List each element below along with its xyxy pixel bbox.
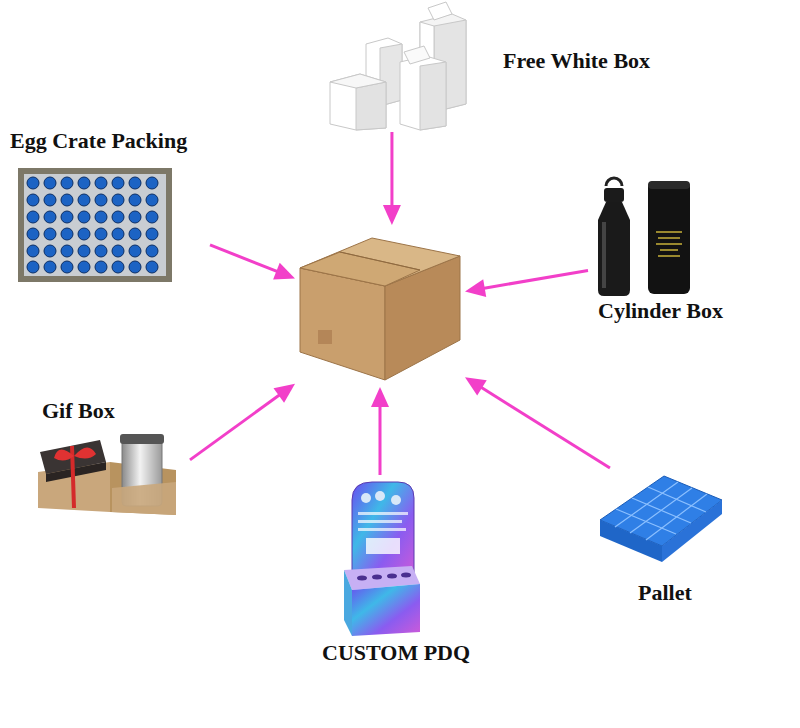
- arrow-connector: [465, 377, 610, 468]
- item-label: Cylinder Box: [598, 298, 723, 324]
- arrow-head: [383, 205, 401, 225]
- item-label: Free White Box: [503, 48, 650, 74]
- item-node: Egg Crate Packing: [5, 122, 210, 287]
- item-node: Free White Box: [325, 2, 685, 132]
- arrow-connector: [371, 387, 389, 475]
- item-label: Pallet: [638, 580, 692, 606]
- pallet-picture: [600, 476, 722, 562]
- white-boxes-picture: [330, 2, 466, 130]
- arrow-line: [390, 132, 393, 207]
- arrow-head: [273, 263, 295, 280]
- arrow-line: [379, 405, 382, 475]
- cardboard-box-picture: [300, 238, 460, 380]
- arrow-head: [465, 377, 487, 395]
- gift-box-picture: [38, 434, 176, 515]
- arrow-head: [371, 387, 389, 407]
- arrow-line: [190, 394, 280, 460]
- arrow-connector: [383, 132, 401, 225]
- item-node: Pallet: [595, 468, 725, 613]
- cylinder-box-picture: [598, 178, 690, 296]
- item-node: Gif Box: [30, 392, 190, 520]
- arrow-line: [480, 387, 610, 468]
- arrow-line: [483, 271, 588, 289]
- item-label: CUSTOM PDQ: [322, 640, 470, 666]
- egg-crate-picture: [18, 168, 172, 282]
- arrow-line: [210, 245, 278, 272]
- pdq-display-picture: [344, 482, 420, 636]
- item-node: CUSTOM PDQ: [312, 475, 502, 670]
- item-node: Cylinder Box: [588, 176, 793, 331]
- arrow-connector: [465, 271, 588, 297]
- item-node: [295, 225, 465, 387]
- item-label: Egg Crate Packing: [10, 128, 187, 154]
- arrow-connector: [210, 245, 295, 280]
- arrow-head: [274, 384, 295, 403]
- arrow-connector: [190, 384, 295, 460]
- arrow-head: [465, 279, 486, 297]
- item-label: Gif Box: [42, 398, 115, 424]
